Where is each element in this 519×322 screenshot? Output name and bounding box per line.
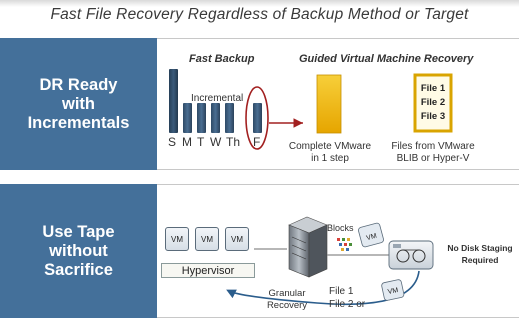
complete-vmware-caption-2: in 1 step (311, 153, 349, 164)
incremental-bar-m (183, 103, 192, 133)
guided-recovery-title: Guided Virtual Machine Recovery (299, 53, 474, 65)
tape-diagram: VM VM (226, 216, 434, 306)
vm-box-1: VM (165, 227, 189, 251)
granular-recovery-label-1: Granular (268, 288, 306, 299)
incremental-bar-t (197, 103, 206, 133)
hypervisor-bar: Hypervisor (161, 263, 255, 278)
vm-box-3: VM (225, 227, 249, 251)
blocks-label: Blocks (327, 223, 354, 233)
full-backup-bar (169, 69, 178, 133)
day-label-th: Th (226, 135, 241, 149)
complete-vmware-caption-1: Complete VMware (288, 141, 372, 152)
file-1-label: File 1 (420, 83, 446, 94)
file-3-label: File 3 (420, 111, 446, 122)
friday-highlight-ellipse (245, 86, 269, 150)
day-label-s: S (168, 135, 177, 149)
file-2-recovered-label: File 2 or (329, 299, 366, 310)
no-disk-staging-label-1: No Disk Staging (447, 243, 513, 253)
data-blocks (337, 238, 352, 251)
day-label-t: T (197, 135, 205, 149)
slide-subtitle: Fast File Recovery Regardless of Backup … (50, 6, 469, 23)
use-tape-label: Use Tape without Sacrifice (42, 222, 115, 279)
backup-diagram (169, 69, 453, 150)
vm-box-2: VM (195, 227, 219, 251)
tape-drive-icon (388, 240, 434, 270)
dr-ready-panel: DR Ready with Incrementals Fast Backup G… (0, 38, 519, 170)
day-label-w: W (210, 135, 222, 149)
incremental-bar-f (253, 103, 262, 133)
dr-ready-label: DR Ready with Incrementals (27, 75, 130, 132)
files-box (413, 73, 453, 133)
granular-recovery-arrow (226, 270, 420, 306)
fast-backup-title: Fast Backup (189, 53, 255, 65)
use-tape-content: VM VM VM VM VM Hypervisor Blocks No Disk… (157, 184, 519, 318)
top-cut-strip (0, 0, 519, 7)
incremental-bar-w (211, 103, 220, 133)
vmware-complete-icon (316, 74, 342, 134)
dr-ready-label-box: DR Ready with Incrementals (0, 38, 157, 170)
use-tape-label-box: Use Tape without Sacrifice (0, 184, 157, 318)
server-icon (288, 216, 328, 278)
use-tape-panel: Use Tape without Sacrifice (0, 184, 519, 318)
no-disk-staging-label-2: Required (461, 255, 499, 265)
day-label-f: F (253, 135, 261, 149)
incremental-bar-th (225, 103, 234, 133)
file-2-label: File 2 (420, 97, 446, 108)
svg-text:VM: VM (366, 233, 378, 243)
granular-recovery-label-2: Recovery (266, 300, 308, 311)
files-caption-1: Files from VMware (391, 141, 475, 152)
day-label-m: M (182, 135, 192, 149)
dr-ready-content: Fast Backup Guided Virtual Machine Recov… (157, 38, 519, 170)
vm-transit-icon-top: VM (358, 222, 384, 248)
vm-transit-icon-bottom: VM (381, 279, 405, 301)
files-caption-2: BLIB or Hyper-V (396, 153, 470, 164)
svg-text:VM: VM (387, 287, 399, 296)
file-1-recovered-label: File 1 (329, 286, 354, 297)
incremental-label: Incremental (191, 93, 244, 104)
